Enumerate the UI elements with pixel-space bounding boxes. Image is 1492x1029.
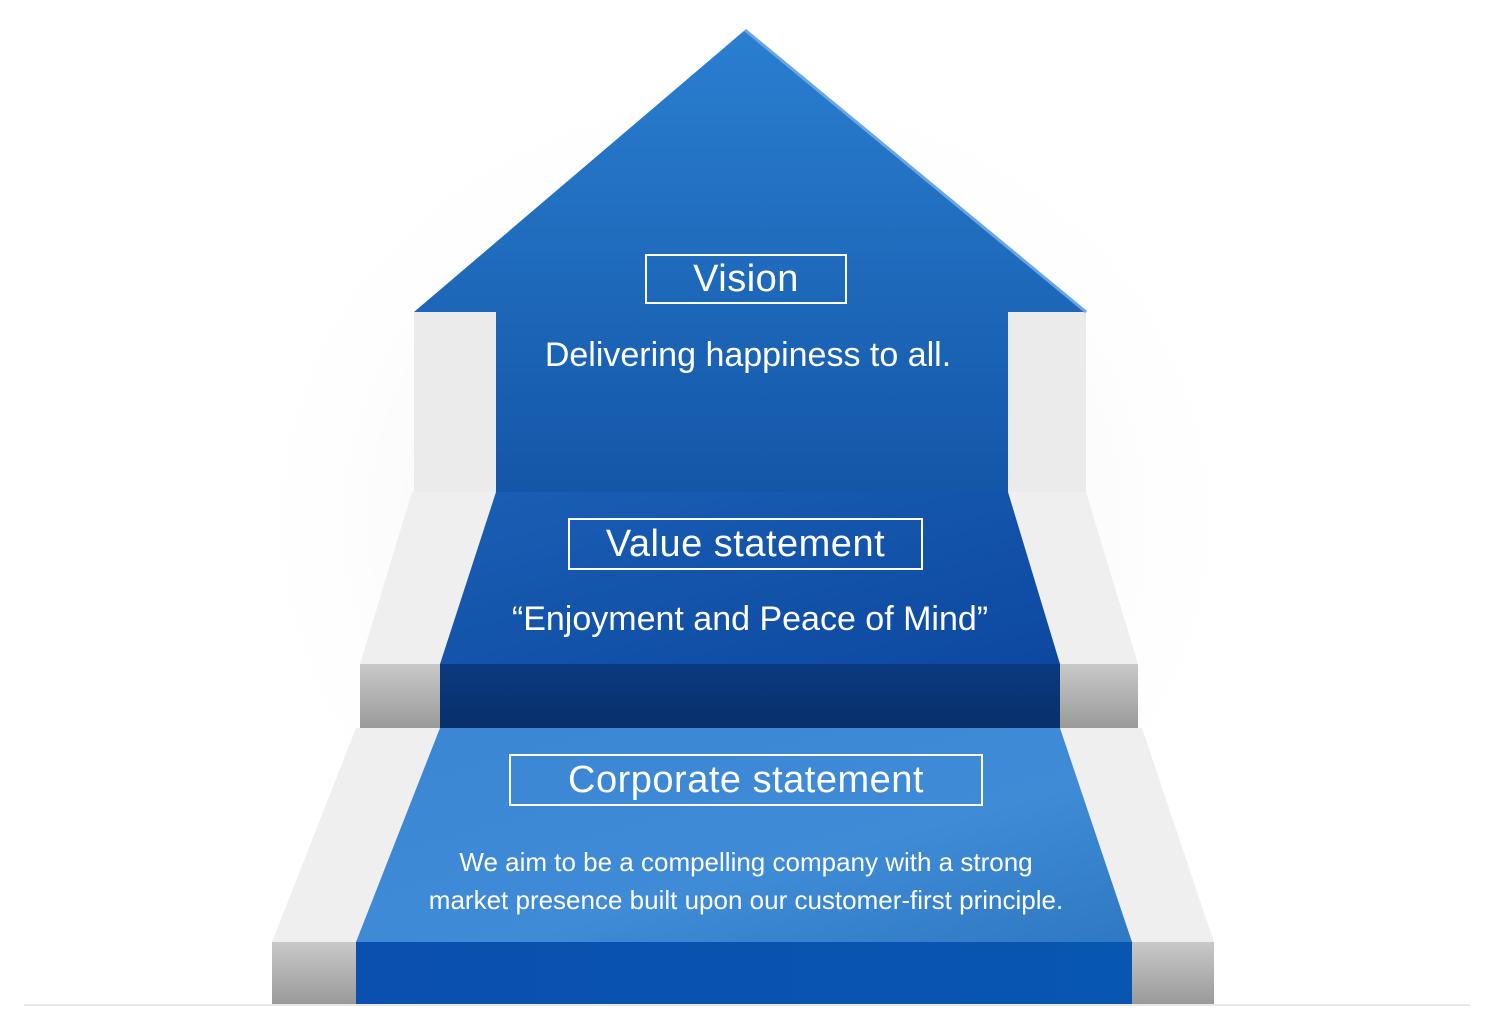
corporate-statement-line-1: We aim to be a compelling company with a… [459, 847, 1033, 877]
vision-panel [414, 30, 1086, 492]
vision-text: Delivering happiness to all. [544, 336, 952, 374]
corporate-panel [356, 728, 1132, 942]
value-left-step-side [360, 664, 440, 728]
value-panel [440, 492, 1060, 664]
value-statement-label: Value statement [568, 518, 923, 570]
corp-left-step-top [272, 728, 440, 942]
corporate-statement-line-2: market presence built upon our customer-… [428, 885, 1064, 915]
value-right-step-top [1008, 492, 1138, 664]
corporate-statement-text: We aim to be a compelling company with a… [360, 843, 1132, 919]
value-panel-front [440, 664, 1060, 728]
vision-right-block [1008, 312, 1086, 492]
value-left-step-top [360, 492, 496, 664]
vision-left-block [414, 312, 496, 492]
corp-right-step-top [1060, 728, 1214, 942]
corporate-statement-label: Corporate statement [509, 754, 983, 806]
corp-left-step-side [272, 942, 356, 1004]
value-right-step-side [1060, 664, 1138, 728]
corporate-panel-front [356, 942, 1132, 1004]
value-statement-text: “Enjoyment and Peace of Mind” [511, 600, 989, 638]
vision-label: Vision [645, 254, 847, 304]
corp-right-step-side [1132, 942, 1214, 1004]
